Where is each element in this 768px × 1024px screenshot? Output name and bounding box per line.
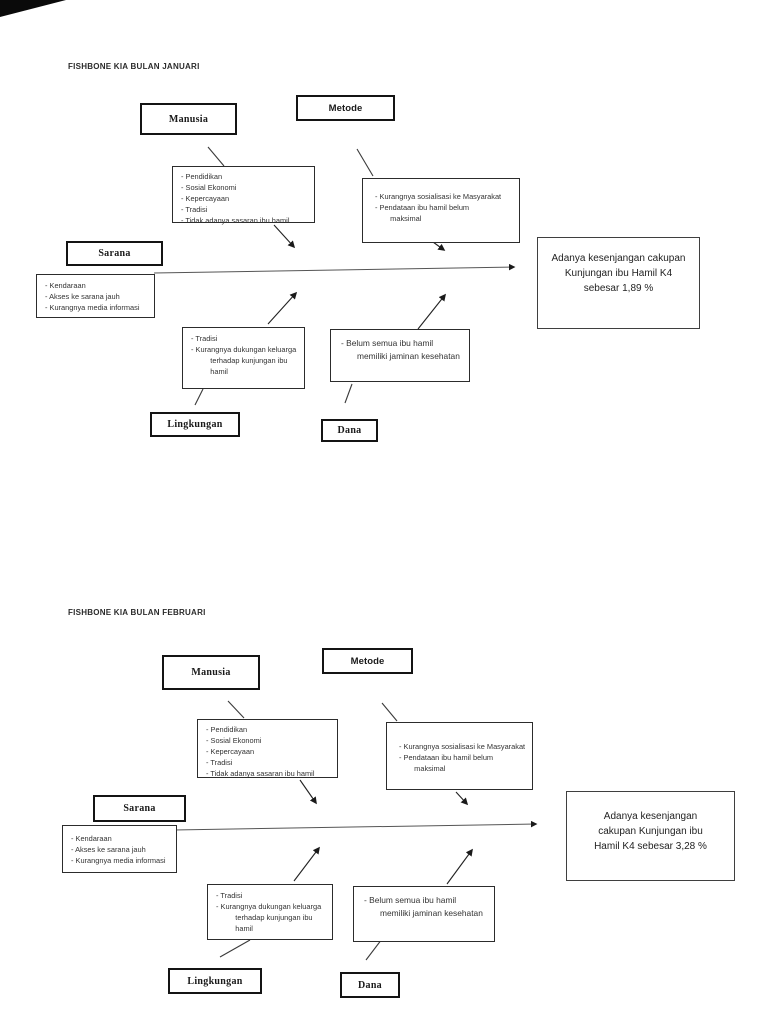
cause-item: - Akses ke sarana jauh <box>45 292 120 302</box>
d1-lingkungan-arrow <box>267 291 298 325</box>
dana-label-box: Dana <box>321 419 378 442</box>
cause-item: - Sosial Ekonomi <box>206 736 262 746</box>
lingkungan-causes-box: - Tradisi - Kurangnya dukungan keluarga t… <box>207 884 333 940</box>
metode-label: Metode <box>350 655 385 667</box>
dana-label: Dana <box>358 979 382 991</box>
cause-item: - Kurangnya media informasi <box>45 303 140 313</box>
manusia-label-box: Manusia <box>162 655 260 690</box>
d1-manusia-arrow <box>273 224 296 249</box>
cause-item: - Pendataan ibu hamil belum maksimal <box>399 753 494 774</box>
cause-item: - Belum semua ibu hamil memiliki jaminan… <box>341 338 460 362</box>
dana-label-box: Dana <box>340 972 400 998</box>
d2-lingkungan-connector-line <box>219 939 251 958</box>
manusia-label: Manusia <box>168 113 209 125</box>
cause-item: - Tidak adanya sasaran ibu hamil <box>181 216 290 226</box>
lingkungan-causes-box: - Tradisi - Kurangnya dukungan keluarga t… <box>182 327 305 389</box>
cause-item: - Kepercayaan <box>206 747 255 757</box>
cause-item: - Tradisi <box>206 758 233 768</box>
effect-box: Adanya kesenjangan cakupan Kunjungan ibu… <box>566 791 735 881</box>
d2-metode-arrow <box>455 791 469 806</box>
cause-item: - Pendataan ibu hamil belum maksimal <box>375 203 470 224</box>
sarana-causes-box: - Kendaraan - Akses ke sarana jauh- Kuran… <box>62 825 177 873</box>
metode-causes-box: - Kurangnya sosialisasi ke Masyarakat - P… <box>386 722 533 790</box>
cause-item: - Belum semua ibu hamil memiliki jaminan… <box>364 895 483 919</box>
cause-item: - Pendidikan <box>181 172 223 181</box>
manusia-label-box: Manusia <box>140 103 237 135</box>
d1-lingkungan-connector-line <box>194 388 204 406</box>
cause-item: - Tidak adanya sasaran ibu hamil <box>206 769 315 779</box>
d1-metode-connector-line <box>356 148 374 177</box>
metode-causes-box: - Kurangnya sosialisasi ke Masyarakat - P… <box>362 178 520 243</box>
cause-item: - Kendaraan <box>71 834 112 843</box>
lingkungan-label-box: Lingkungan <box>150 412 240 437</box>
cause-item: - Akses ke sarana jauh <box>71 845 146 855</box>
cause-item: - Tradisi <box>216 891 243 900</box>
d1-dana-connector-line <box>344 383 353 404</box>
sarana-label-box: Sarana <box>66 241 163 266</box>
manusia-label: Manusia <box>191 667 231 678</box>
d2-dana-arrow <box>446 848 473 885</box>
cause-item: - Kepercayaan <box>181 194 230 204</box>
manusia-causes-box: - Pendidikan - Sosial Ekonomi- Kepercayaa… <box>172 166 315 226</box>
diagram-title: FISHBONE KIA BULAN JANUARI <box>68 62 200 71</box>
d1-metode-arrow <box>432 241 446 251</box>
cause-item: - Tradisi <box>181 205 208 215</box>
d1-dana-arrow <box>417 293 446 330</box>
cause-item: - Kendaraan <box>45 281 86 290</box>
d2-metode-connector-line <box>381 702 398 722</box>
d2-dana-connector-line <box>365 938 383 961</box>
metode-label: Metode <box>328 102 363 114</box>
dana-label: Dana <box>337 425 362 436</box>
d2-manusia-arrow <box>299 779 317 805</box>
cause-item: - Kurangnya media informasi <box>71 856 166 866</box>
lingkungan-label-box: Lingkungan <box>168 968 262 994</box>
cause-item: - Sosial Ekonomi <box>181 183 237 193</box>
d1-spine-arrow <box>153 263 516 274</box>
d1-manusia-connector-line <box>207 146 225 167</box>
cause-item: - Kurangnya dukungan keluarga terhadap k… <box>191 345 297 377</box>
cause-item: - Kurangnya dukungan keluarga terhadap k… <box>216 902 322 934</box>
lingkungan-label: Lingkungan <box>167 419 223 430</box>
sarana-label: Sarana <box>123 803 156 814</box>
sarana-label-box: Sarana <box>93 795 186 822</box>
effect-box: Adanya kesenjangan cakupan Kunjungan ibu… <box>537 237 700 329</box>
d2-manusia-connector-line <box>227 700 245 719</box>
dana-causes-box: - Belum semua ibu hamil memiliki jaminan… <box>330 329 470 382</box>
d2-spine-arrow <box>173 820 538 831</box>
cause-item: - Tradisi <box>191 334 218 343</box>
dana-causes-box: - Belum semua ibu hamil memiliki jaminan… <box>353 886 495 942</box>
cause-item: - Kurangnya sosialisasi ke Masyarakat <box>399 742 526 751</box>
sarana-label: Sarana <box>98 248 131 259</box>
cause-item: - Pendidikan <box>206 725 248 734</box>
lingkungan-label: Lingkungan <box>187 975 243 987</box>
diagram-title: FISHBONE KIA BULAN FEBRUARI <box>68 608 206 617</box>
sarana-causes-box: - Kendaraan - Akses ke sarana jauh- Kuran… <box>36 274 155 318</box>
metode-label-box: Metode <box>296 95 395 121</box>
metode-label-box: Metode <box>322 648 413 674</box>
cause-item: - Kurangnya sosialisasi ke Masyarakat <box>375 192 502 201</box>
d2-lingkungan-arrow <box>293 846 320 882</box>
manusia-causes-box: - Pendidikan - Sosial Ekonomi- Kepercayaa… <box>197 719 338 778</box>
